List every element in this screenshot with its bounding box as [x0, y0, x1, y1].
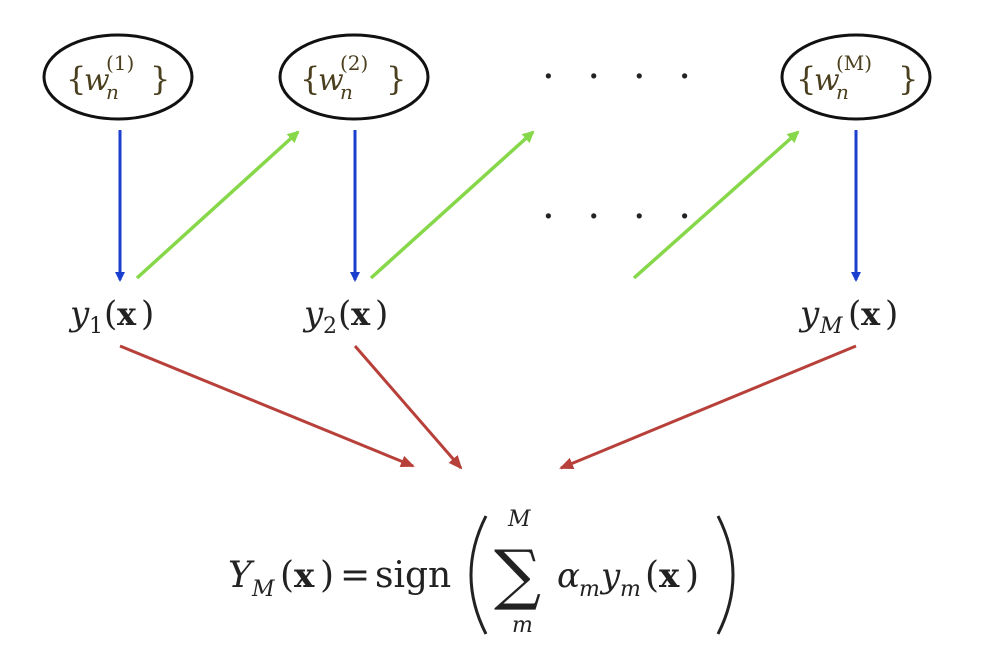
weight-2-superscript: (2)	[340, 51, 368, 75]
weight-1-symbol: w	[84, 63, 110, 98]
classifier-1-symbol: y	[68, 294, 90, 334]
arrow-y1-to-w2	[135, 130, 300, 280]
svg-text:}: }	[386, 60, 406, 98]
classifier-m-symbol: y	[798, 294, 820, 334]
arrow-y2-to-output	[353, 345, 463, 470]
sum-upper-limit: M	[507, 507, 531, 532]
alpha-symbol: α	[557, 556, 580, 596]
alpha-subscript: m	[579, 577, 600, 602]
output-lhs-subscript: M	[251, 577, 275, 602]
output-lhs-symbol: Y	[228, 555, 255, 596]
weight-1-subscript: n	[106, 80, 119, 104]
svg-text:(: (	[338, 294, 351, 334]
classifier-1-arg: x	[117, 295, 137, 333]
svg-text:): )	[885, 294, 898, 334]
output-function: sign	[375, 555, 451, 596]
arrow-y2-to-next	[369, 130, 535, 280]
classifier-1-subscript: 1	[89, 314, 103, 339]
weight-node-1: { w n (1) }	[42, 33, 194, 121]
arrow-ym-to-output	[559, 344, 857, 470]
svg-text:}: }	[898, 60, 918, 98]
y-symbol: y	[599, 556, 621, 596]
output-equals: =	[340, 555, 370, 596]
svg-text:): )	[685, 555, 699, 596]
svg-text:(: (	[848, 294, 861, 334]
svg-text:): )	[320, 555, 334, 596]
svg-text:}: }	[150, 60, 170, 98]
weight-node-2: { w n (2) }	[278, 33, 430, 121]
weight-2-subscript: n	[340, 80, 353, 104]
ellipsis-top: . . . .	[542, 42, 701, 88]
weight-1-superscript: (1)	[106, 51, 134, 75]
classifier-node-m: y M ( x )	[798, 294, 898, 339]
svg-text:(: (	[645, 555, 659, 596]
svg-text:{: {	[796, 60, 816, 98]
weight-m-superscript: (M)	[836, 51, 872, 75]
classifier-2-arg: x	[351, 295, 371, 333]
classifier-2-subscript: 2	[323, 314, 337, 339]
sum-lower-limit: m	[512, 613, 533, 638]
classifier-2-symbol: y	[302, 294, 324, 334]
classifier-m-arg: x	[861, 295, 881, 333]
svg-text:): )	[375, 294, 388, 334]
weight-node-m: { w n (M) }	[780, 33, 932, 121]
svg-text:(: (	[104, 294, 117, 334]
classifier-node-2: y 2 ( x )	[302, 294, 388, 339]
output-arg: x	[294, 556, 315, 596]
ellipsis-middle: . . . .	[542, 182, 701, 228]
svg-text:{: {	[66, 60, 86, 98]
sum-sign: ∑	[494, 536, 541, 613]
y-subscript: m	[620, 577, 641, 602]
weight-2-symbol: w	[318, 63, 344, 98]
svg-text:{: {	[300, 60, 320, 98]
svg-text:): )	[141, 294, 154, 334]
classifier-node-1: y 1 ( x )	[68, 294, 154, 339]
sum-arg: x	[659, 556, 680, 596]
classifier-m-subscript: M	[819, 314, 843, 339]
arrow-prev-to-wm	[632, 130, 800, 280]
arrow-y1-to-output	[119, 344, 415, 468]
output-formula: Y M ( x ) = sign M ∑ m α m y m ( x )	[228, 507, 735, 638]
svg-text:(: (	[280, 555, 294, 596]
weight-m-subscript: n	[836, 80, 849, 104]
weight-m-symbol: w	[814, 63, 840, 98]
